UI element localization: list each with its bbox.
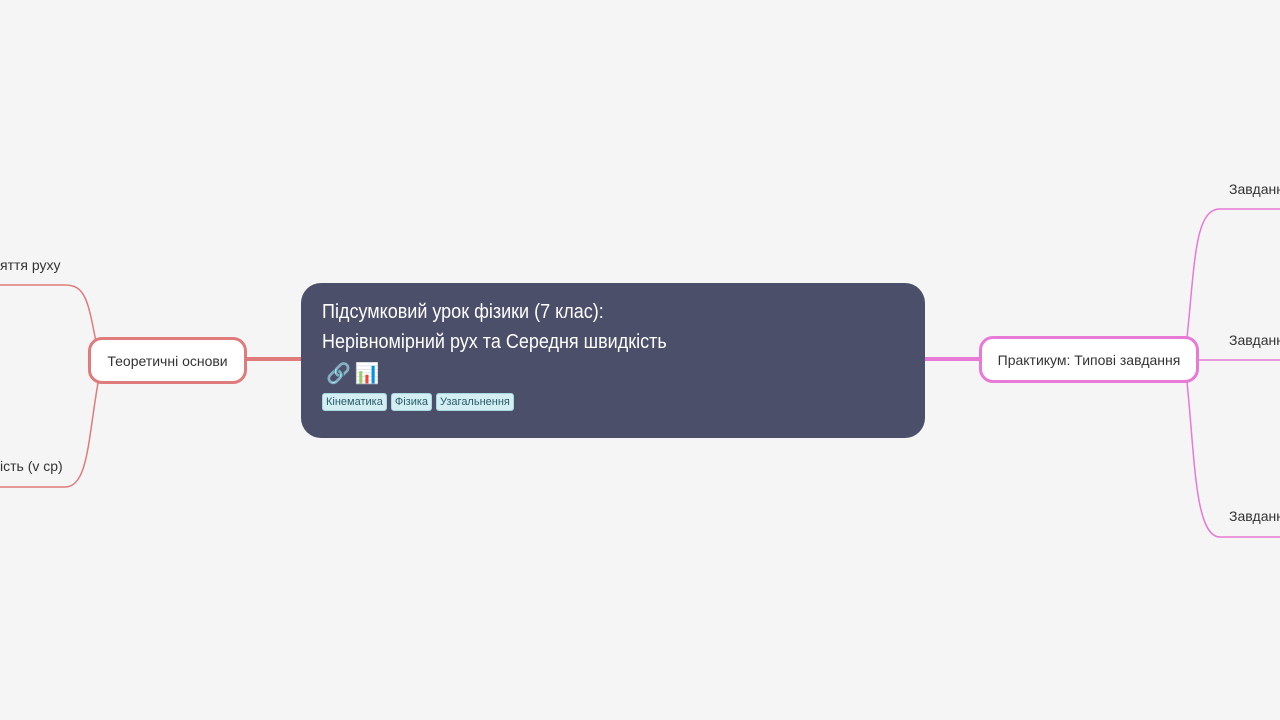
leaf-right-3[interactable]: Завданн xyxy=(1229,508,1280,524)
node-theoretical-basics[interactable]: Теоретичні основи xyxy=(88,337,247,384)
node-practicum[interactable]: Практикум: Типові завдання xyxy=(979,336,1199,383)
bar-chart-icon[interactable]: 📊 xyxy=(354,362,380,385)
connector-left-bottom xyxy=(0,382,99,488)
connector-right-bottom xyxy=(1186,381,1280,538)
root-node[interactable]: Підсумковий урок фізики (7 клас): Нерівн… xyxy=(301,283,925,438)
leaf-left-1[interactable]: яття руху xyxy=(0,257,61,273)
root-title-line2: Нерівномірний рух та Середня швидкість xyxy=(322,331,667,353)
root-title-line1: Підсумковий урок фізики (7 клас): xyxy=(322,301,604,323)
leaf-left-2[interactable]: ість (v ср) xyxy=(0,458,63,474)
tag-kinematics[interactable]: Кінематика xyxy=(322,393,387,411)
connector-left-top xyxy=(0,284,97,343)
link-icon[interactable]: 🔗 xyxy=(326,362,351,385)
connector-right-top xyxy=(1186,208,1280,339)
leaf-right-2[interactable]: Завданн xyxy=(1229,332,1280,348)
leaf-right-1[interactable]: Завданн xyxy=(1229,181,1280,197)
tag-physics[interactable]: Фізика xyxy=(390,393,433,411)
tag-generalization[interactable]: Узагальнення xyxy=(436,393,514,411)
